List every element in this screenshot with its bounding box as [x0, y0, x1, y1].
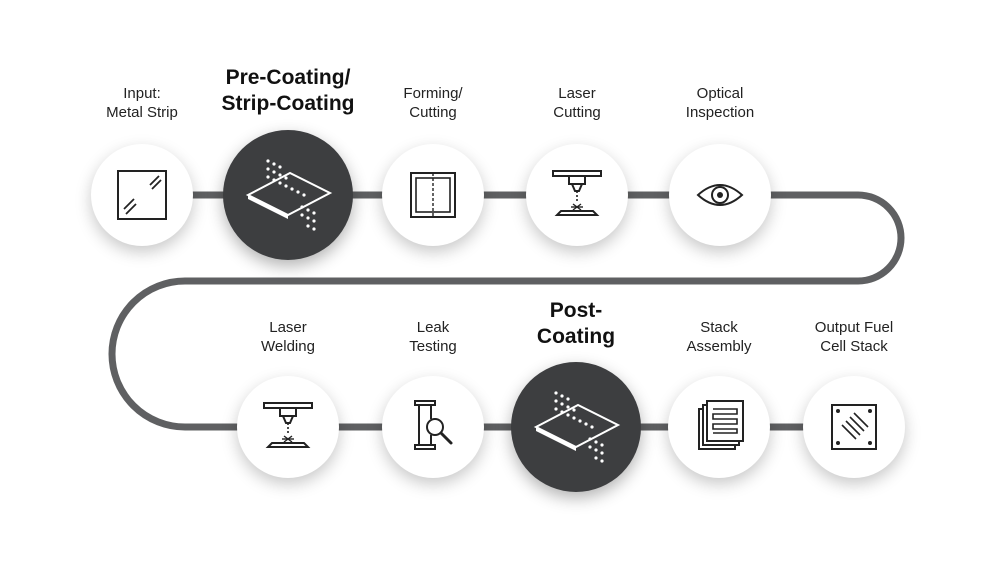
step-label-post-coating: Post- Coating — [536, 299, 616, 348]
step-node-pre-coating — [223, 130, 353, 260]
forming-die-icon — [410, 172, 456, 218]
step-node-input — [91, 144, 193, 246]
coating-sheet-icon — [245, 159, 333, 231]
laser-head-icon — [263, 402, 313, 448]
step-label-laser-cutting: Laser Cutting — [553, 85, 601, 121]
laser-head-icon — [552, 170, 602, 216]
eye-icon — [696, 184, 744, 206]
step-node-stack-assembly — [668, 376, 770, 478]
step-node-output — [803, 376, 905, 478]
magnifier-tube-icon — [414, 400, 453, 450]
step-label-stack-assembly: Stack Assembly — [686, 319, 752, 355]
coating-sheet-icon — [533, 391, 621, 463]
step-node-post-coating — [511, 362, 641, 492]
step-node-optical — [669, 144, 771, 246]
metal-sheet-icon — [117, 170, 167, 220]
fuel-cell-plate-icon — [831, 404, 877, 450]
step-label-laser-welding: Laser Welding — [261, 319, 315, 355]
stacked-plates-icon — [698, 400, 744, 450]
step-label-pre-coating: Pre-Coating/ Strip-Coating — [221, 66, 355, 115]
step-label-output: Output Fuel Cell Stack — [814, 319, 894, 355]
step-node-forming — [382, 144, 484, 246]
step-node-leak — [382, 376, 484, 478]
step-node-laser-welding — [237, 376, 339, 478]
step-label-forming: Forming/ Cutting — [403, 85, 463, 121]
step-label-optical: Optical Inspection — [685, 85, 755, 121]
step-label-input: Input: Metal Strip — [106, 85, 178, 121]
step-label-leak: Leak Testing — [409, 319, 457, 355]
step-node-laser-cutting — [526, 144, 628, 246]
